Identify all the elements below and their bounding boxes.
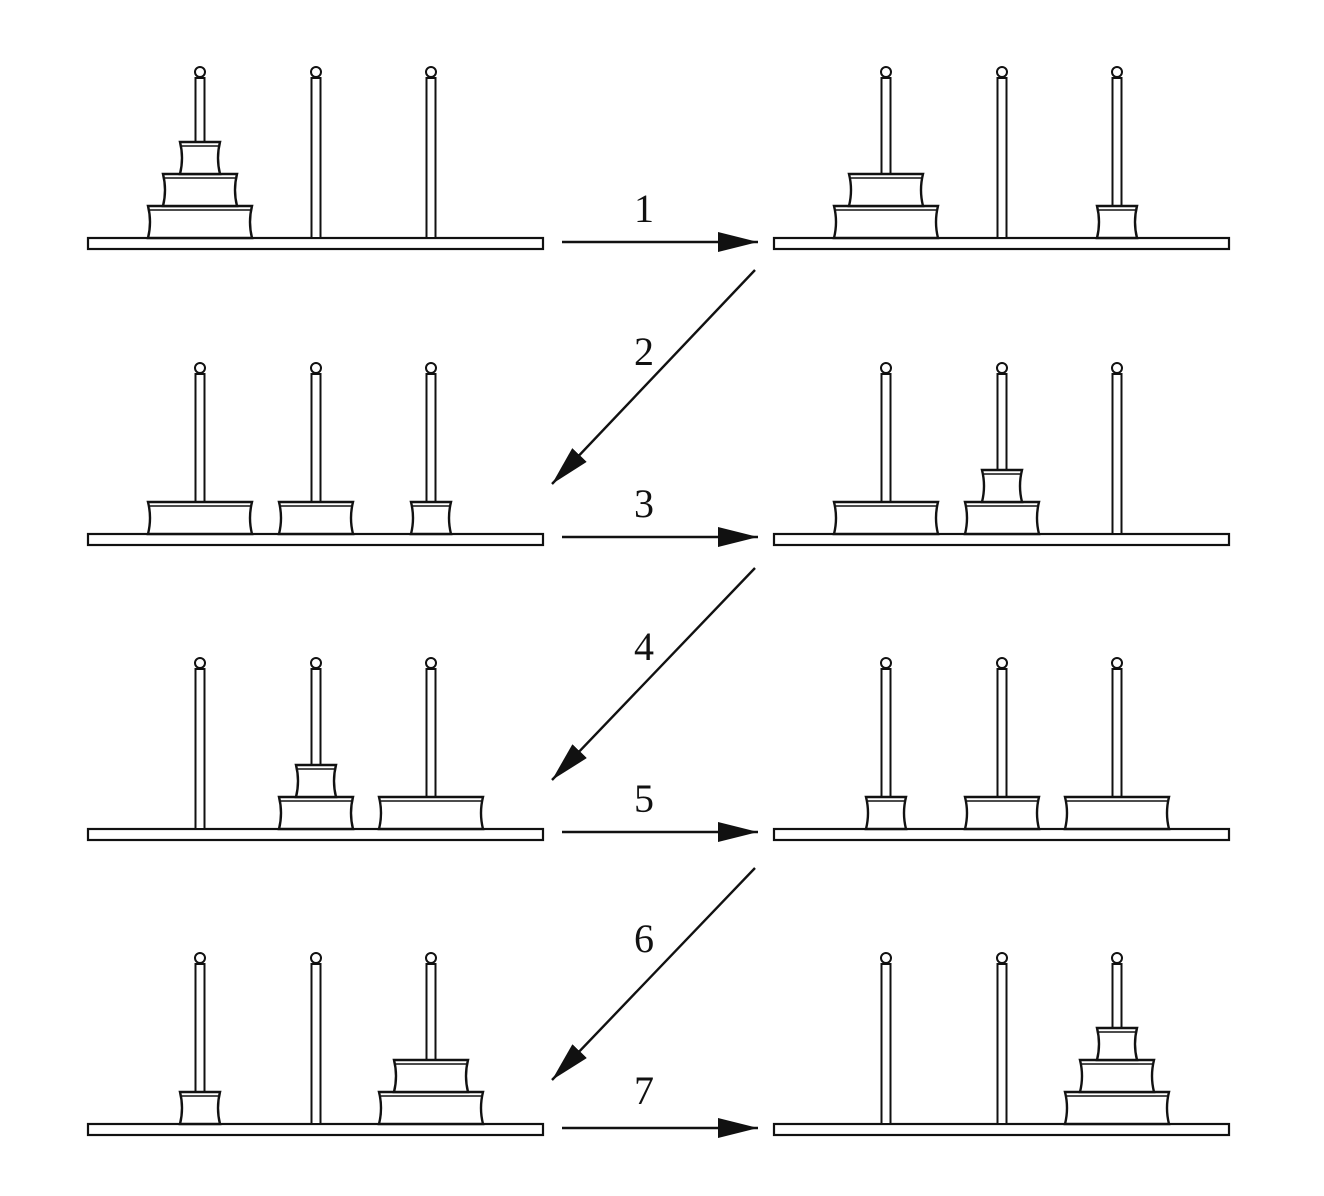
disk-medium [1078, 1058, 1156, 1094]
peg-knob [310, 657, 322, 669]
disk-small [1095, 1026, 1139, 1062]
disk-medium [963, 795, 1041, 831]
peg-2 [310, 66, 322, 239]
peg-knob [996, 952, 1008, 964]
peg-rod [996, 963, 1008, 1125]
base-board [772, 827, 1231, 842]
step-label-1: 1 [634, 186, 654, 231]
peg-rod [1111, 373, 1123, 535]
disk-large [377, 1090, 485, 1126]
state-8 [772, 952, 1231, 1137]
peg-knob [1111, 66, 1123, 78]
peg-1 [880, 952, 892, 1125]
disk-large [146, 500, 254, 536]
peg-rod [996, 77, 1008, 239]
peg-rod [425, 77, 437, 239]
base-board [772, 236, 1231, 251]
state-1 [86, 66, 545, 251]
peg-knob [996, 657, 1008, 669]
disk-large [377, 795, 485, 831]
disk-small [980, 468, 1024, 504]
state-3 [86, 362, 545, 547]
peg-knob [996, 362, 1008, 374]
base-board [86, 827, 545, 842]
peg-knob [1111, 952, 1123, 964]
disk-small [1095, 204, 1139, 240]
peg-knob [194, 362, 206, 374]
step-label-6: 6 [634, 916, 654, 961]
peg-3 [1111, 362, 1123, 535]
peg-knob [194, 657, 206, 669]
base-board [86, 236, 545, 251]
peg-knob [310, 362, 322, 374]
disk-large [146, 204, 254, 240]
peg-rod [310, 963, 322, 1125]
step-label-3: 3 [634, 481, 654, 526]
peg-3 [425, 66, 437, 239]
state-5 [86, 657, 545, 842]
arrow-step-2 [551, 269, 756, 485]
peg-knob [425, 952, 437, 964]
disk-medium [161, 172, 239, 208]
peg-knob [880, 952, 892, 964]
arrow-step-6 [551, 867, 756, 1081]
peg-rod [880, 963, 892, 1125]
disk-medium [277, 500, 355, 536]
step-label-4: 4 [634, 624, 654, 669]
disk-large [1063, 1090, 1171, 1126]
base-board [772, 532, 1231, 547]
base-board [86, 532, 545, 547]
step-label-5: 5 [634, 776, 654, 821]
peg-knob [1111, 657, 1123, 669]
base-board [86, 1122, 545, 1137]
peg-rod [194, 668, 206, 830]
base-board [772, 1122, 1231, 1137]
disk-large [832, 500, 940, 536]
step-arrows [551, 232, 758, 1138]
peg-knob [996, 66, 1008, 78]
peg-2 [310, 952, 322, 1125]
peg-knob [880, 66, 892, 78]
peg-2 [996, 952, 1008, 1125]
peg-rod [310, 77, 322, 239]
peg-knob [194, 952, 206, 964]
peg-knob [310, 952, 322, 964]
peg-knob [194, 66, 206, 78]
peg-2 [996, 66, 1008, 239]
disk-small [178, 140, 222, 176]
disk-small [294, 763, 338, 799]
disk-small [864, 795, 908, 831]
disk-small [409, 500, 453, 536]
disk-medium [963, 500, 1041, 536]
peg-knob [425, 362, 437, 374]
state-2 [772, 66, 1231, 251]
state-7 [86, 952, 545, 1137]
state-6 [772, 657, 1231, 842]
peg-1 [194, 657, 206, 830]
disk-medium [277, 795, 355, 831]
peg-knob [310, 66, 322, 78]
step-label-2: 2 [634, 329, 654, 374]
puzzle-states [86, 66, 1231, 1137]
step-label-7: 7 [634, 1068, 654, 1113]
disk-large [832, 204, 940, 240]
disk-medium [847, 172, 925, 208]
disk-large [1063, 795, 1171, 831]
disk-medium [392, 1058, 470, 1094]
peg-knob [880, 657, 892, 669]
state-4 [772, 362, 1231, 547]
peg-knob [880, 362, 892, 374]
peg-knob [425, 66, 437, 78]
peg-knob [1111, 362, 1123, 374]
step-labels: 1 2 3 4 5 6 7 [634, 186, 654, 1113]
peg-knob [425, 657, 437, 669]
arrow-step-4 [551, 567, 756, 781]
disk-small [178, 1090, 222, 1126]
